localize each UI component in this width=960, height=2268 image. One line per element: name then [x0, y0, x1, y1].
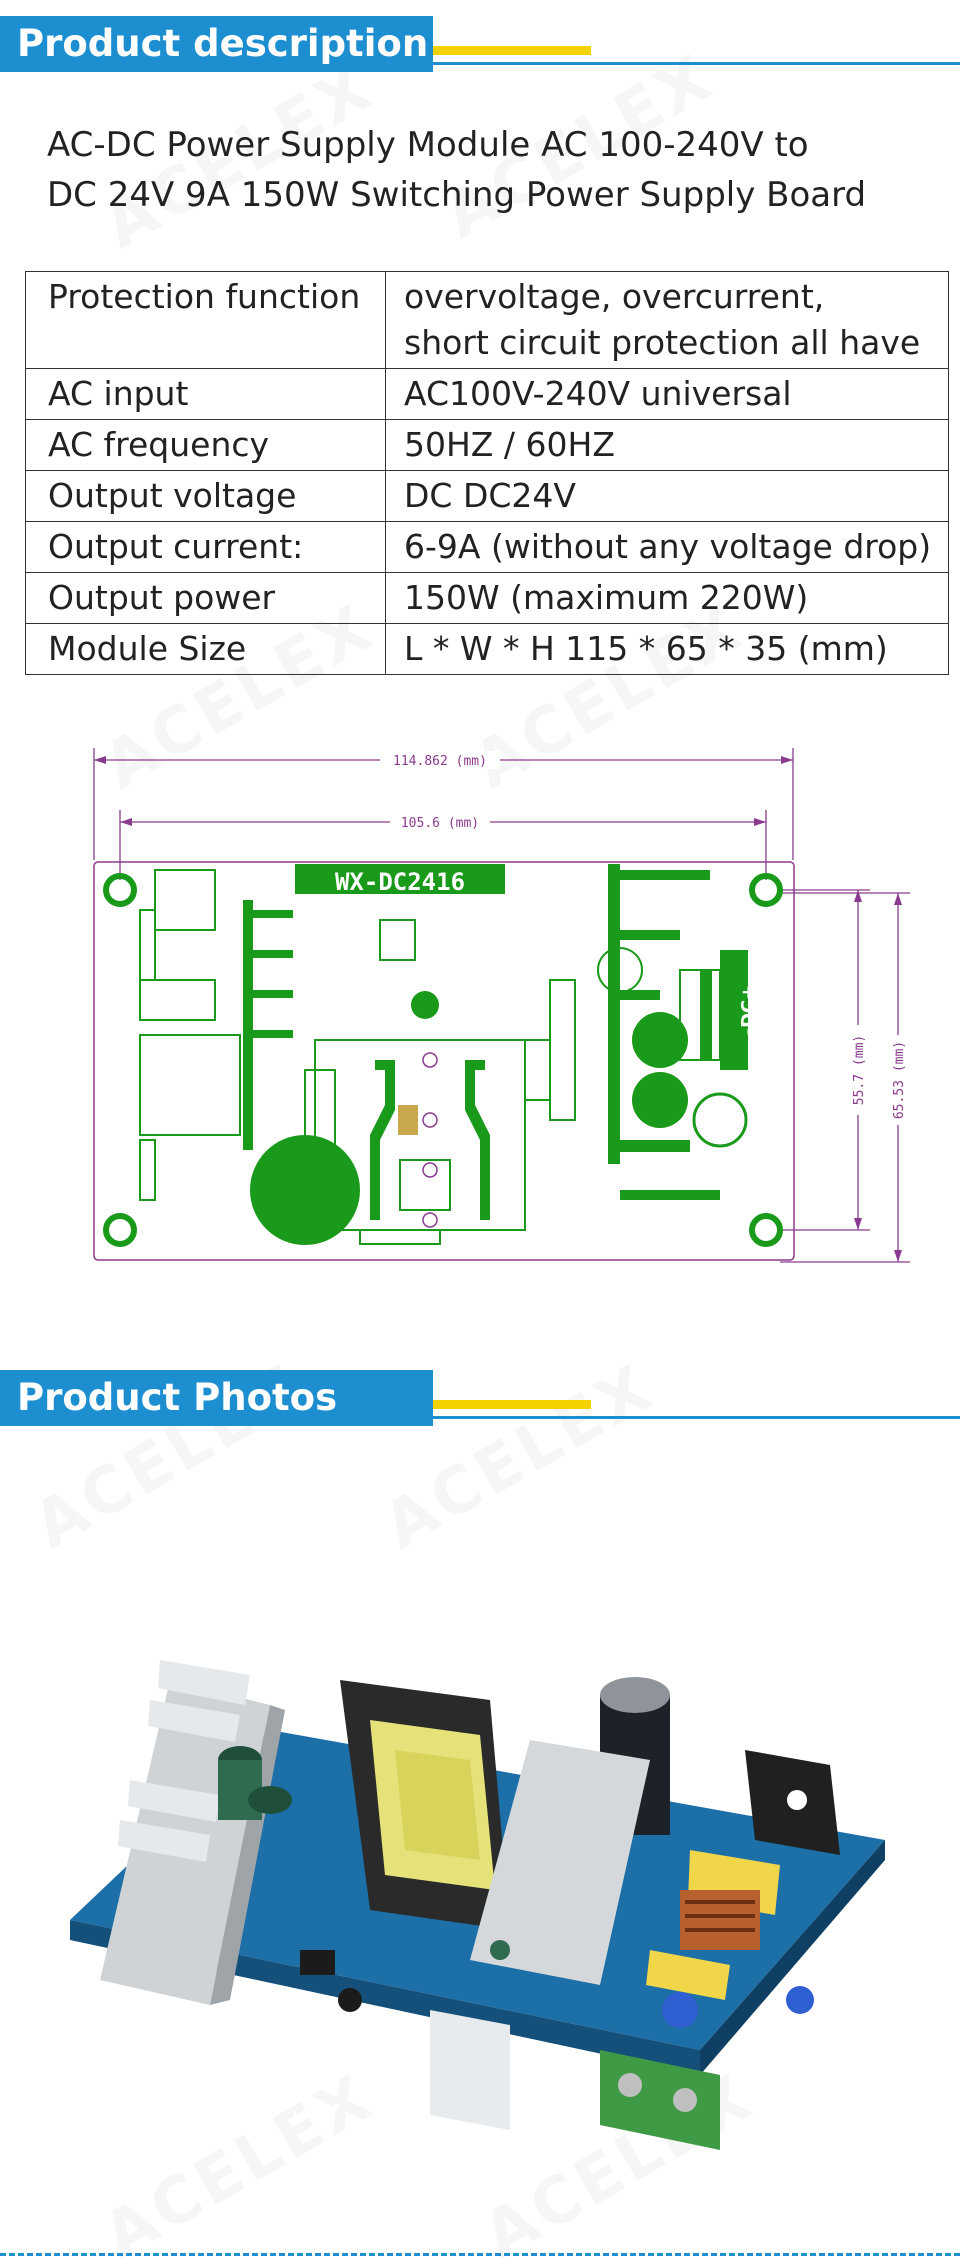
spec-value: L * W * H 115 * 65 * 35 (mm): [385, 623, 949, 675]
bottom-divider: [0, 2253, 960, 2256]
dimension-hole-height: 55.7 (mm): [852, 1035, 867, 1105]
product-title-line: DC 24V 9A 150W Switching Power Supply Bo…: [47, 175, 867, 215]
table-row: Module Size L * W * H 115 * 65 * 35 (mm): [25, 623, 949, 675]
spec-value: 150W (maximum 220W): [385, 572, 949, 624]
spec-value: 50HZ / 60HZ: [385, 419, 949, 471]
dimension-total-height: 65.53 (mm): [892, 1041, 907, 1119]
spec-key: Output current:: [25, 521, 386, 573]
table-row: Output power 150W (maximum 220W): [25, 572, 949, 624]
blue-accent-line: [433, 62, 960, 65]
mounting-hole-icon: [103, 873, 783, 1247]
table-row: Output current: 6-9A (without any voltag…: [25, 521, 949, 573]
section-title: Product Photos: [0, 1370, 433, 1426]
spec-value-line: overvoltage, overcurrent,: [404, 277, 825, 316]
section-title: Product description: [0, 16, 433, 72]
spec-key: Output power: [25, 572, 386, 624]
spec-key: Module Size: [25, 623, 386, 675]
spec-key: AC input: [25, 368, 386, 420]
table-row: AC input AC100V-240V universal: [25, 368, 949, 420]
section-header-photos: Product Photos: [0, 1370, 960, 1426]
board-label: WX-DC2416: [335, 868, 465, 896]
spec-key: Output voltage: [25, 470, 386, 522]
spec-value: overvoltage, overcurrent, short circuit …: [385, 271, 949, 369]
spec-value: AC100V-240V universal: [385, 368, 949, 420]
blue-accent-line: [433, 1416, 960, 1419]
dimension-total-width: 114.862 (mm): [393, 754, 487, 769]
dimension-hole-width: 105.6 (mm): [401, 816, 479, 831]
product-title: AC-DC Power Supply Module AC 100-240V to…: [47, 120, 937, 220]
spec-key: Protection function: [25, 271, 386, 369]
spec-value: 6-9A (without any voltage drop): [385, 521, 949, 573]
product-title-line: AC-DC Power Supply Module AC 100-240V to: [47, 125, 809, 165]
product-photo: AC-DC2416: [70, 1660, 885, 2150]
spec-key: AC frequency: [25, 419, 386, 471]
yellow-accent-bar: [433, 46, 591, 55]
spec-value-line: short circuit protection all have: [404, 323, 921, 362]
yellow-accent-bar: [433, 1400, 591, 1409]
table-row: AC frequency 50HZ / 60HZ: [25, 419, 949, 471]
board-text: AC-DC2416: [150, 2058, 342, 2131]
spec-value: DC DC24V: [385, 470, 949, 522]
spec-table: Protection function overvoltage, overcur…: [25, 271, 949, 675]
output-label: -DC+: [738, 985, 759, 1036]
section-header-description: Product description: [0, 16, 960, 72]
table-row: Output voltage DC DC24V: [25, 470, 949, 522]
table-row: Protection function overvoltage, overcur…: [25, 271, 949, 369]
pcb-dimension-drawing: 114.862 (mm) 105.6 (mm) 55.7 (mm) 65.53 …: [93, 748, 910, 1263]
